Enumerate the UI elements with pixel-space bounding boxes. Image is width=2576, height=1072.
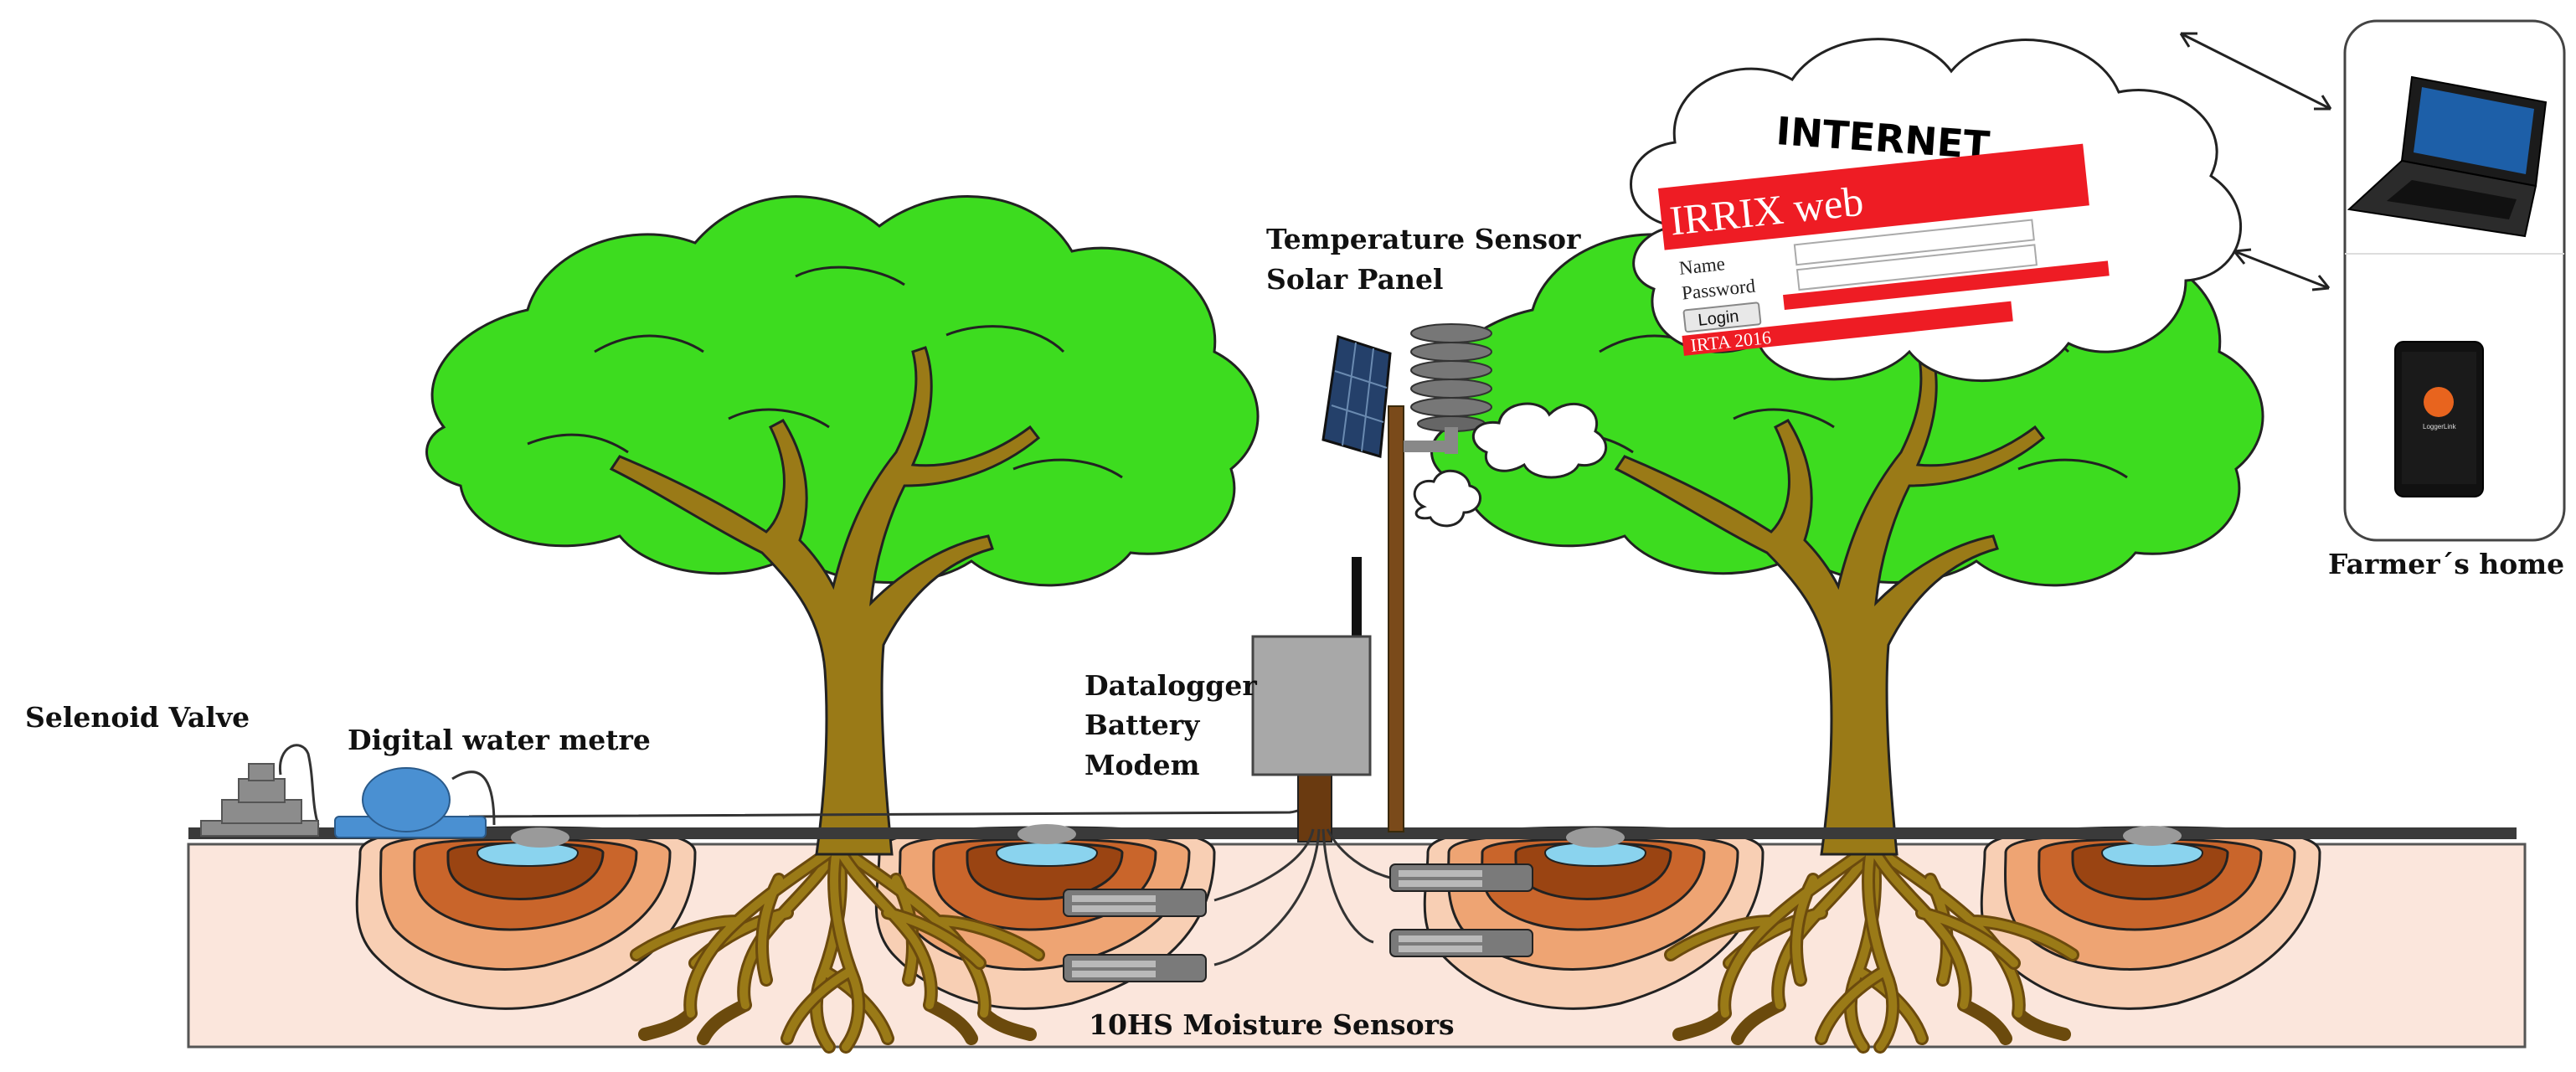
web-footer-bar: [1682, 301, 2013, 356]
dripper-2: [1018, 824, 1076, 844]
password-field[interactable]: [1795, 244, 2038, 291]
moisture-probe-1: [1063, 889, 1207, 917]
dripper-4: [2123, 826, 2182, 846]
temperature-sensor-icon: [1404, 323, 1492, 454]
solenoid-valve-icon: [200, 763, 319, 837]
datalogger-pipe-cable: [468, 786, 1325, 818]
login-button[interactable]: [1682, 302, 1762, 333]
sensor-pole: [1388, 405, 1404, 832]
moisture-probe-2: [1063, 954, 1207, 982]
label-solenoid-valve: Selenoid Valve: [25, 701, 250, 734]
label-solar-panel: Solar Panel: [1266, 263, 1443, 296]
moisture-probe-3: [1389, 863, 1533, 892]
modem-antenna: [1352, 557, 1362, 641]
smartphone-icon: LoggerLink: [2394, 341, 2484, 497]
label-temperature-sensor: Temperature Sensor: [1266, 223, 1581, 255]
web-header-bar: [1657, 143, 2089, 250]
moisture-probe-4: [1389, 929, 1533, 957]
valve-cable: [278, 744, 320, 826]
dripper-3: [1566, 827, 1625, 848]
dripper-1: [511, 827, 569, 848]
sensor-cables: [1213, 828, 1391, 966]
connection-arrows: [2179, 32, 2332, 291]
label-battery: Battery: [1084, 709, 1200, 741]
label-water-metre: Digital water metre: [348, 724, 651, 756]
label-datalogger: Datalogger: [1084, 669, 1257, 702]
name-field[interactable]: [1793, 219, 2035, 266]
weather-cloud-icon: [1413, 402, 1607, 528]
irrigation-pipe: [188, 827, 2517, 839]
name-label: Name: [1678, 253, 1726, 279]
water-meter-icon: [334, 767, 487, 838]
laptop-icon: [2347, 75, 2548, 238]
datalogger-post: [1297, 770, 1332, 843]
phone-app-label: LoggerLink: [2423, 423, 2457, 430]
solar-panel-icon: [1321, 335, 1392, 458]
web-strip: [1783, 260, 2110, 311]
label-moisture-sensors: 10HS Moisture Sensors: [1089, 1008, 1455, 1041]
irrix-web-login: IRRIX web Name Password Login IRTA 2016: [1657, 143, 2110, 356]
login-button-label: Login: [1698, 307, 1740, 330]
label-modem: Modem: [1084, 749, 1200, 781]
datalogger-box-icon: [1251, 635, 1372, 776]
app-logo-icon: [2424, 387, 2454, 417]
meter-cable: [451, 770, 496, 826]
label-farmers-home: Farmer´s home: [2328, 548, 2564, 580]
